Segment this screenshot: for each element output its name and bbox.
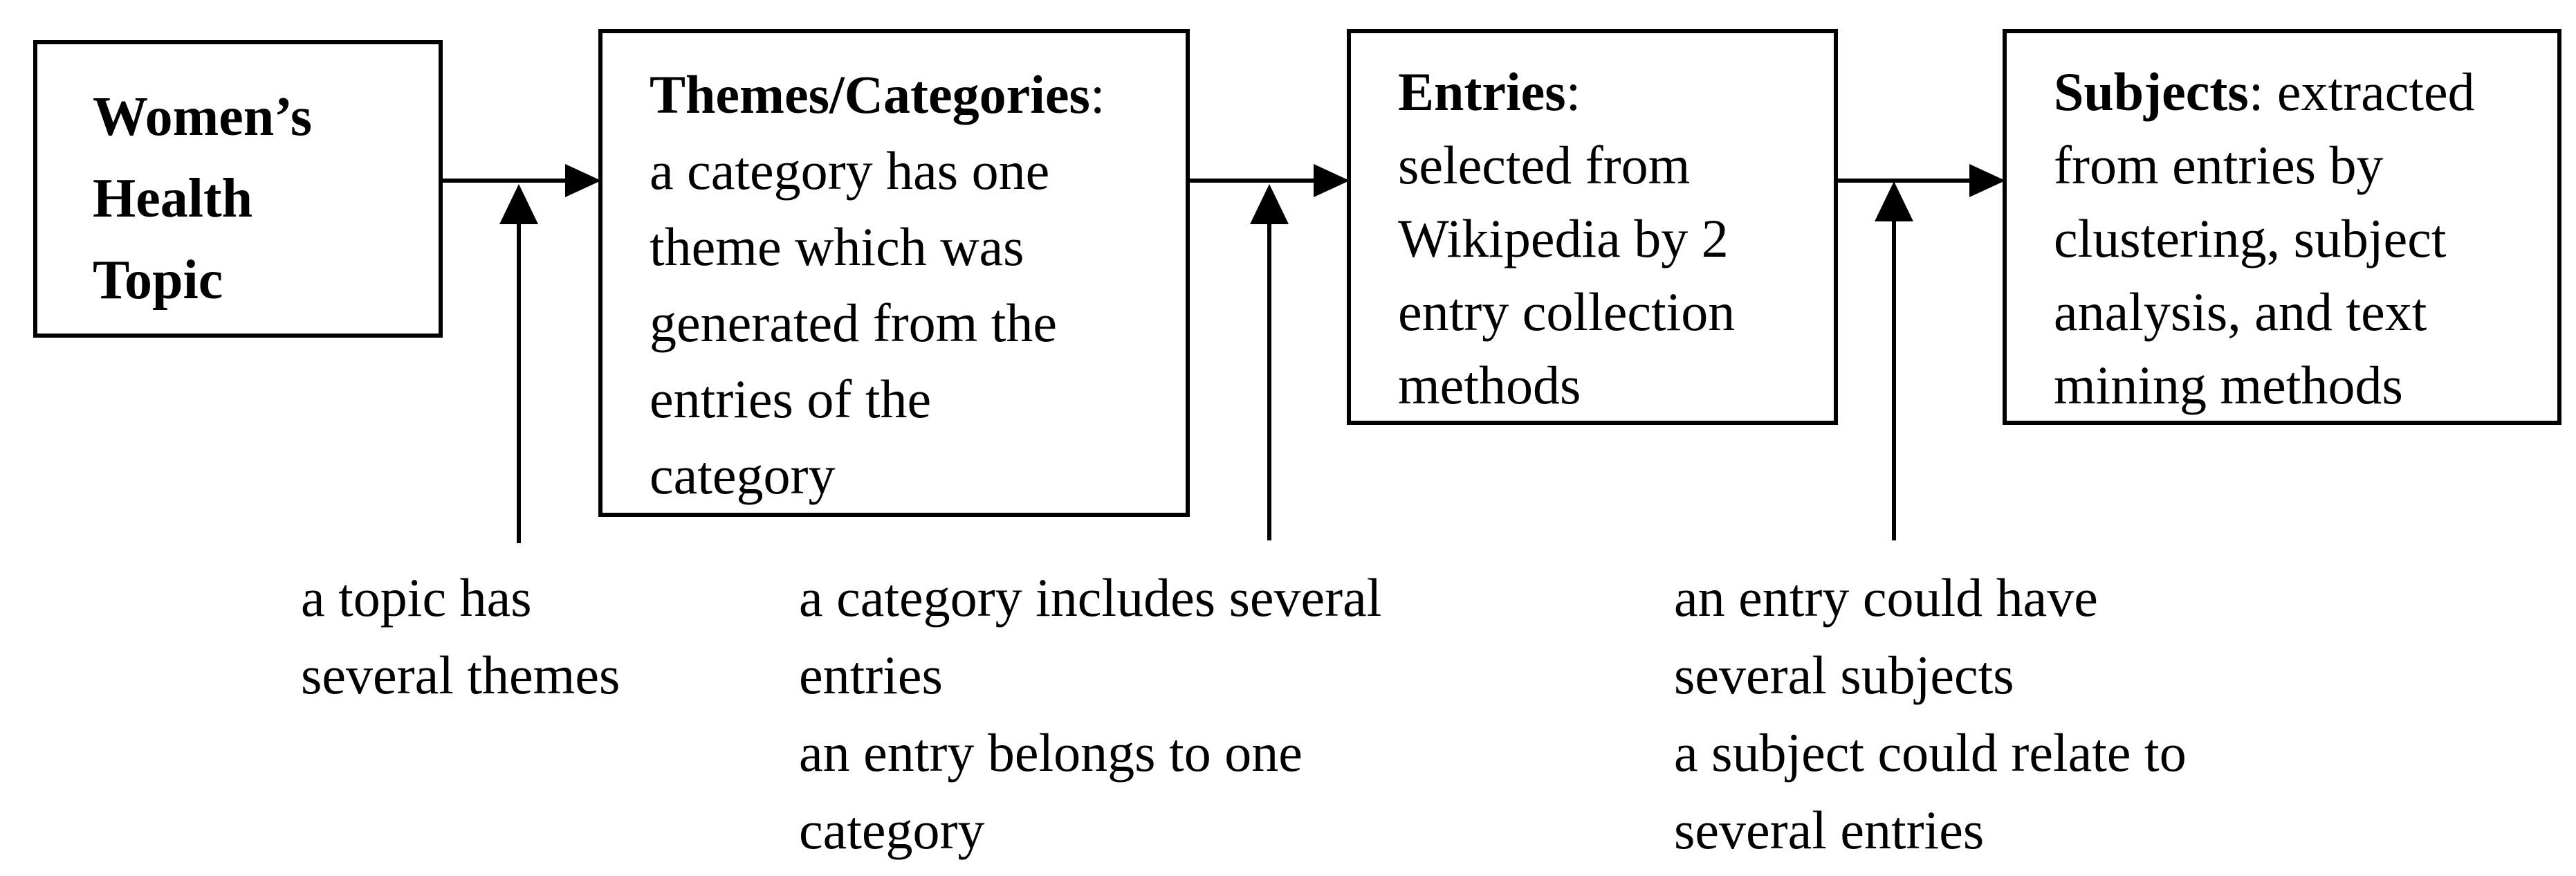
box-title-suffix: : [1565,62,1581,122]
arrowhead-right-icon [1969,164,2005,197]
box-title: Entries [1398,62,1566,122]
arrowhead-up-icon [1875,181,1913,221]
box-title: Subjects [2054,62,2249,122]
arrow-shaft [517,220,521,543]
box-body: selected from Wikipedia by 2 entry colle… [1398,135,1736,415]
box-title-suffix: : [1089,64,1105,125]
box-themes-categories: Themes/Categories: a category has one th… [598,29,1190,517]
label-category-entries-relation: a category includes several entries an e… [799,567,1382,860]
arrowhead-right-icon [1314,164,1350,197]
arrow-entries-to-subjects [1837,164,2005,197]
box-body: a category has one theme which was gener… [650,140,1058,505]
arrow-up-category-entries-relation [1250,184,1289,540]
arrow-shaft [1188,179,1322,183]
arrow-shaft [1267,220,1271,540]
box-entries: Entries: selected from Wikipedia by 2 en… [1347,29,1838,425]
box-title: Women’s Health Topic [93,86,313,311]
box-subjects: Subjects: extracted from entries by clus… [2003,29,2561,425]
box-entries-text: Entries: selected from Wikipedia by 2 en… [1351,33,1834,421]
box-themes-categories-text: Themes/Categories: a category has one th… [602,33,1186,513]
box-title-suffix: : extracted [2248,62,2475,122]
arrow-themes-to-entries [1188,164,1350,197]
arrow-topic-to-themes [443,164,601,197]
arrow-shaft [1892,217,1896,540]
arrowhead-up-icon [1250,184,1289,224]
label-entry-subjects-relation: an entry could have several subjects a s… [1674,567,2187,860]
box-body: from entries by clustering, subject anal… [2054,135,2447,415]
label-topic-themes-relation: a topic has several themes [301,567,620,705]
arrow-shaft [443,179,573,183]
arrow-up-entry-subjects-relation [1875,181,1913,540]
arrow-shaft [1837,179,1978,183]
box-subjects-text: Subjects: extracted from entries by clus… [2007,33,2557,421]
box-title: Themes/Categories [650,64,1090,125]
box-womens-health-topic: Women’s Health Topic [33,40,443,338]
arrowhead-right-icon [565,164,601,197]
arrowhead-up-icon [499,184,538,224]
arrow-up-topic-themes-relation [499,184,538,543]
box-womens-health-topic-text: Women’s Health Topic [37,44,439,334]
